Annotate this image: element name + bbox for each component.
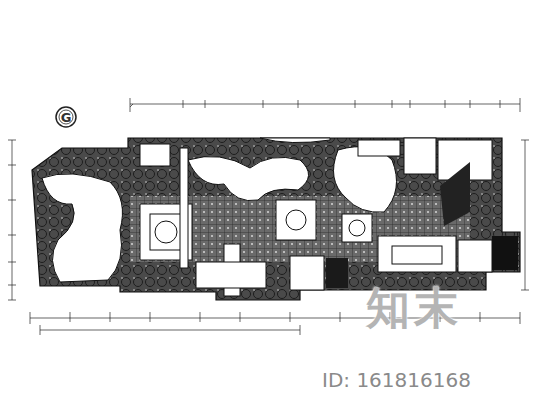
watermark-id: ID: 161816168 [322, 370, 471, 390]
logo-ring [56, 107, 76, 127]
watermark: 知末 [366, 286, 462, 330]
dimension-lines [8, 98, 529, 335]
logo-letter: G [61, 111, 72, 124]
